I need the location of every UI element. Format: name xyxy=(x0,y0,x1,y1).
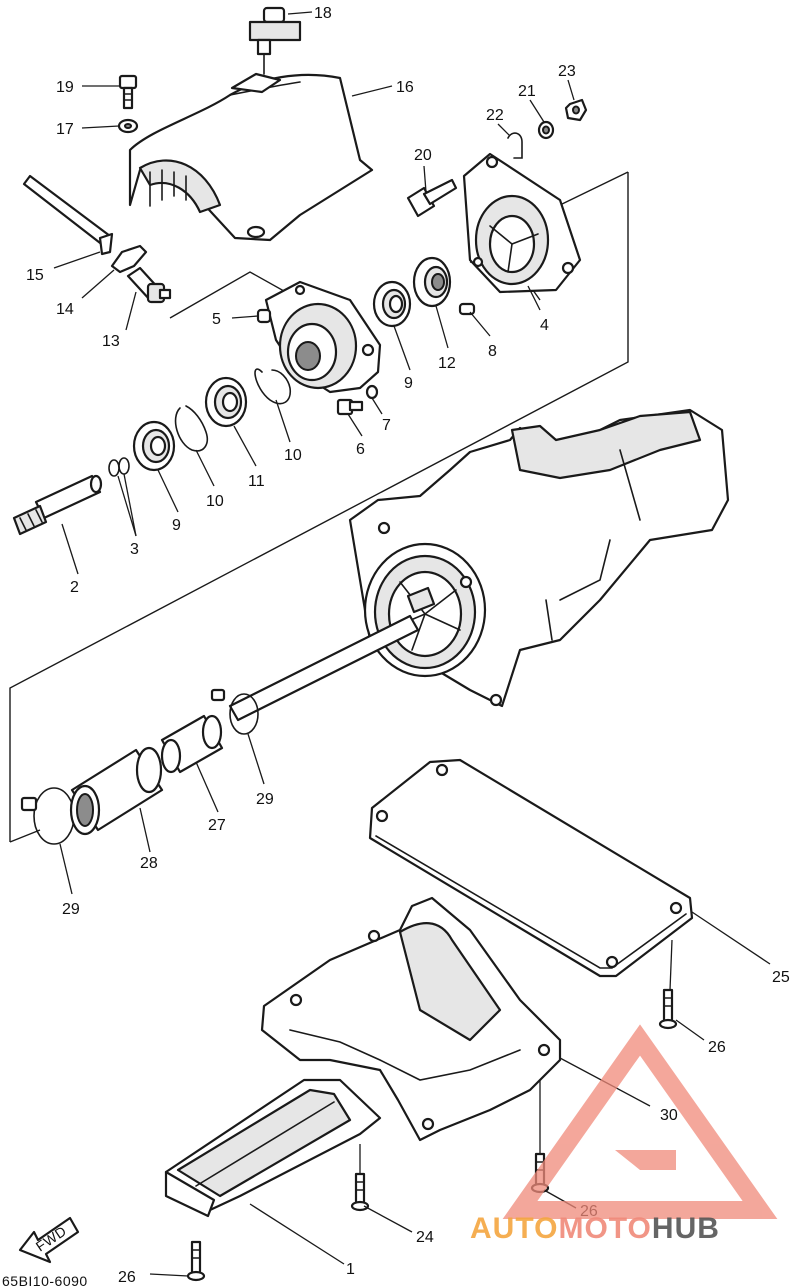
part-17-washer xyxy=(117,118,139,134)
callout-10-lower: 10 xyxy=(206,493,224,510)
part-5-housing xyxy=(256,280,382,394)
callout-19: 19 xyxy=(56,79,74,96)
callout-1: 1 xyxy=(346,1261,355,1278)
part-13-fitting xyxy=(126,266,172,304)
callout-9-upper: 9 xyxy=(404,375,413,392)
part-16-cover xyxy=(128,72,374,242)
callout-30: 30 xyxy=(660,1107,678,1124)
part-8-dowel xyxy=(458,302,476,316)
part-6-bolt xyxy=(336,398,364,416)
drive-shaft xyxy=(228,614,420,722)
part-4-housing xyxy=(462,152,582,294)
callout-29-upper: 29 xyxy=(256,791,274,808)
leader-lines xyxy=(53,11,771,1277)
part-29-clamp-upper xyxy=(210,688,259,735)
callout-2: 2 xyxy=(70,579,79,596)
callout-4: 4 xyxy=(540,317,549,334)
part-2-shaft xyxy=(12,474,103,536)
callout-9-lower: 9 xyxy=(172,517,181,534)
callout-13: 13 xyxy=(102,333,120,350)
callout-15: 15 xyxy=(26,267,44,284)
part-15-pin xyxy=(22,174,114,256)
callout-7: 7 xyxy=(382,417,391,434)
part-30-duct xyxy=(260,896,562,1142)
fwd-arrow-icon: FWD xyxy=(18,1216,80,1264)
watermark-auto: AUTO xyxy=(470,1212,558,1245)
part-27-damper xyxy=(160,714,224,774)
part-26-screw-right xyxy=(658,988,678,1030)
callout-27: 27 xyxy=(208,817,226,834)
part-24-screw xyxy=(350,1172,370,1212)
main-housing xyxy=(348,408,730,708)
callout-28: 28 xyxy=(140,855,158,872)
part-25-plate xyxy=(368,758,694,978)
part-12-seal xyxy=(412,256,452,308)
part-22-clip xyxy=(507,132,523,159)
drawing-code: 65BI10-6090 xyxy=(2,1273,88,1288)
part-18-fitting xyxy=(248,6,302,75)
callout-6: 6 xyxy=(356,441,365,458)
part-21-washer xyxy=(537,120,555,140)
callout-29-lower: 29 xyxy=(62,901,80,918)
part-20-bolt xyxy=(406,178,458,218)
callout-26-right: 26 xyxy=(708,1039,726,1056)
watermark-moto: MOTO xyxy=(558,1212,651,1245)
callout-21: 21 xyxy=(518,83,536,100)
part-29-clamp-lower xyxy=(20,787,75,845)
part-11-bearing xyxy=(204,376,248,428)
watermark-logo xyxy=(502,1024,778,1219)
callout-24: 24 xyxy=(416,1229,434,1246)
callout-14: 14 xyxy=(56,301,74,318)
watermark-hub: HUB xyxy=(652,1212,720,1245)
callout-26-bottom: 26 xyxy=(118,1269,136,1286)
callout-18: 18 xyxy=(314,5,332,22)
part-14-clip xyxy=(110,244,148,274)
part-10-circlip-upper xyxy=(254,368,292,405)
part-9-bearing-upper xyxy=(372,280,412,328)
part-1-grate xyxy=(164,1078,382,1218)
callout-25: 25 xyxy=(772,969,790,986)
part-26-screw-bottom xyxy=(186,1240,206,1282)
callout-17: 17 xyxy=(56,121,74,138)
part-23-nut xyxy=(564,98,588,122)
part-10-circlip-lower xyxy=(174,405,208,452)
callout-8: 8 xyxy=(488,343,497,360)
callout-11: 11 xyxy=(248,473,265,490)
watermark-triangle-icon xyxy=(502,1024,778,1219)
part-19-bolt xyxy=(118,74,138,110)
part-3-o-rings xyxy=(108,457,130,477)
part-9-bearing-lower xyxy=(132,420,176,472)
callout-22: 22 xyxy=(486,107,504,124)
callout-23: 23 xyxy=(558,63,576,80)
callouts: 18 16 19 17 15 14 13 20 22 21 23 4 8 12 … xyxy=(26,5,790,1286)
callout-3: 3 xyxy=(130,541,139,558)
part-7-washer xyxy=(365,384,379,400)
watermark-text: AUTOMOTOHUB xyxy=(470,1212,720,1245)
callout-20: 20 xyxy=(414,147,432,164)
callout-5: 5 xyxy=(212,311,221,328)
callout-10-upper: 10 xyxy=(284,447,302,464)
callout-12: 12 xyxy=(438,355,456,372)
callout-16: 16 xyxy=(396,79,414,96)
part-28-hose xyxy=(69,746,164,836)
